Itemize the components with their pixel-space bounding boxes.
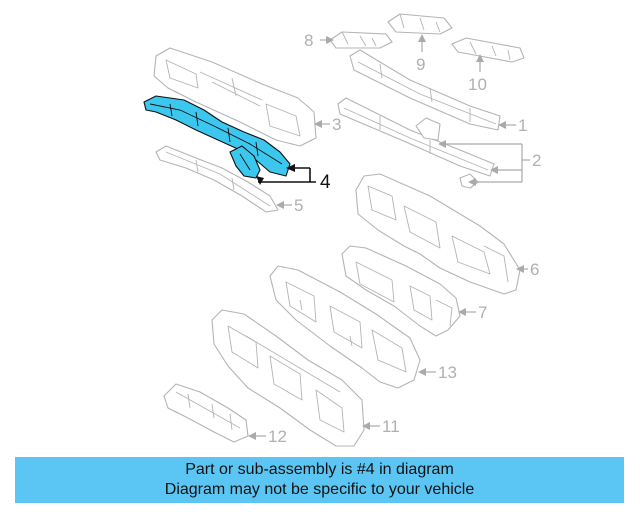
banner-line-2: Diagram may not be specific to your vehi… [164,481,475,498]
callout-labels: 1 2 3 4 5 6 7 8 9 10 11 12 13 [268,31,541,446]
info-banner: Part or sub-assembly is #4 in diagram Di… [15,457,624,503]
callout-1: 1 [518,116,527,135]
callout-13: 13 [438,363,457,382]
part-11 [211,309,365,447]
callout-8: 8 [304,31,313,50]
part-8 [329,31,393,49]
banner-line-1: Part or sub-assembly is #4 in diagram [185,461,454,478]
callout-12: 12 [268,427,287,446]
callout-11: 11 [382,417,400,436]
callout-6: 6 [530,260,539,279]
callout-4: 4 [320,172,331,193]
part-6 [355,173,521,295]
part-1 [349,49,501,131]
part-10 [451,37,525,63]
callout-3: 3 [332,115,341,134]
callout-5: 5 [294,196,303,215]
part-12 [163,383,249,443]
callout-2: 2 [532,151,541,170]
callout-9: 9 [416,55,425,74]
callout-10: 10 [468,75,487,94]
part-3 [153,47,317,147]
callout-7: 7 [478,303,487,322]
part-4-highlighted [143,95,291,179]
leader-lines [248,34,530,440]
parts-diagram: 1 2 3 4 5 6 7 8 9 10 11 12 13 [143,13,541,447]
part-5 [155,145,279,213]
part-7 [341,245,461,337]
part-13 [269,265,421,389]
part-9 [387,13,453,35]
